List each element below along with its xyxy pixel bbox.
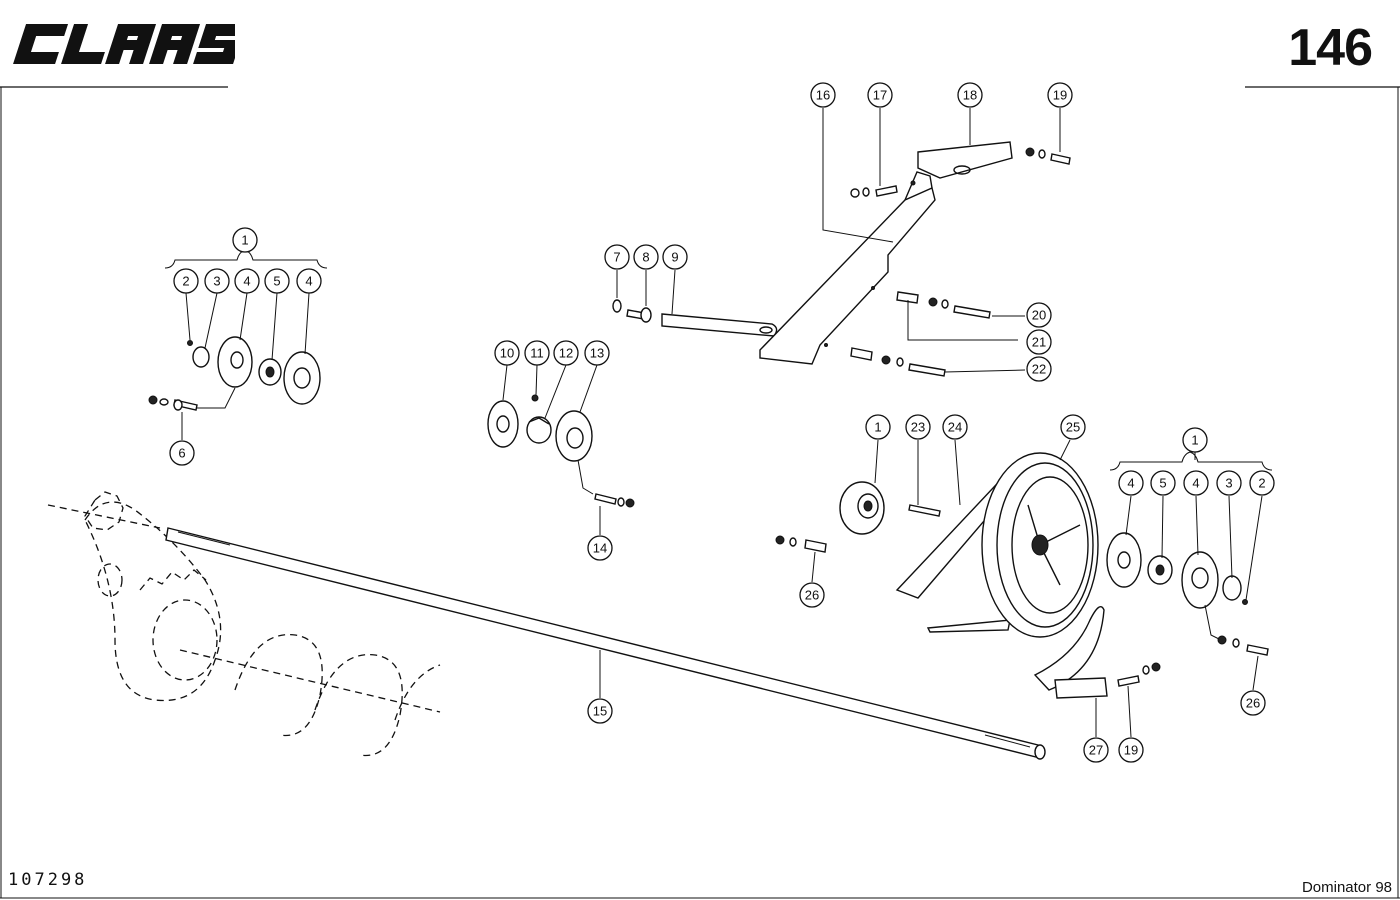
callout-19: 19: [1118, 737, 1144, 763]
svg-text:4: 4: [1127, 476, 1134, 491]
svg-text:14: 14: [593, 541, 607, 556]
callout-26: 26: [1240, 690, 1266, 716]
drive-shaft: [165, 527, 1046, 760]
callout-3: 3: [204, 268, 230, 294]
svg-text:4: 4: [243, 274, 250, 289]
callout-16: 16: [810, 82, 836, 108]
callout-5: 5: [264, 268, 290, 294]
svg-text:2: 2: [1258, 476, 1265, 491]
idler-bracket: [759, 141, 1071, 377]
callout-1: 1: [865, 414, 891, 440]
callout-1: 1: [1182, 427, 1208, 453]
svg-text:19: 19: [1053, 88, 1067, 103]
callout-10: 10: [494, 340, 520, 366]
svg-text:6: 6: [178, 446, 185, 461]
callout-7: 7: [604, 244, 630, 270]
svg-text:1: 1: [874, 420, 881, 435]
callout-3: 3: [1216, 470, 1242, 496]
svg-text:24: 24: [948, 420, 962, 435]
svg-text:5: 5: [273, 274, 280, 289]
callout-24: 24: [942, 414, 968, 440]
page-number: 146: [1288, 19, 1373, 77]
svg-text:1: 1: [1191, 433, 1198, 448]
svg-text:23: 23: [911, 420, 925, 435]
callout-21: 21: [1026, 329, 1052, 355]
callout-27: 27: [1083, 737, 1109, 763]
callout-18: 18: [957, 82, 983, 108]
callout-11: 11: [524, 340, 550, 366]
callout-4: 4: [234, 268, 260, 294]
model-name: Dominator 98: [1301, 879, 1392, 896]
callout-20: 20: [1026, 302, 1052, 328]
callout-15: 15: [587, 698, 613, 724]
svg-text:4: 4: [1192, 476, 1199, 491]
svg-text:3: 3: [1225, 476, 1232, 491]
callout-14: 14: [587, 535, 613, 561]
svg-text:11: 11: [530, 346, 544, 361]
callout-9: 9: [662, 244, 688, 270]
callout-17: 17: [867, 82, 893, 108]
svg-text:20: 20: [1032, 308, 1046, 323]
callout-5: 5: [1150, 470, 1176, 496]
callout-4: 4: [1118, 470, 1144, 496]
leader-lines: [181, 108, 1263, 738]
claas-logo: [10, 18, 247, 70]
svg-text:9: 9: [671, 250, 678, 265]
callout-4: 4: [1183, 470, 1209, 496]
svg-text:12: 12: [559, 346, 573, 361]
callout-12: 12: [553, 340, 579, 366]
bearing-group-left: [148, 249, 328, 411]
svg-text:7: 7: [613, 250, 620, 265]
callout-23: 23: [905, 414, 931, 440]
callout-6: 6: [169, 440, 195, 466]
callout-13: 13: [584, 340, 610, 366]
callout-26: 26: [799, 582, 825, 608]
svg-text:27: 27: [1089, 743, 1103, 758]
callout-25: 25: [1060, 414, 1086, 440]
svg-text:10: 10: [500, 346, 514, 361]
auger-assembly-outline: [47, 491, 441, 757]
bearing-group-right: [1106, 451, 1273, 656]
svg-text:19: 19: [1124, 743, 1138, 758]
callout-8: 8: [633, 244, 659, 270]
svg-text:3: 3: [213, 274, 220, 289]
svg-text:13: 13: [590, 346, 604, 361]
svg-text:4: 4: [305, 274, 312, 289]
pulley-assembly: [775, 452, 1161, 699]
bearing-group-middle: [487, 394, 635, 508]
tension-rod: [612, 299, 778, 337]
svg-text:1: 1: [241, 233, 248, 248]
claas-logo-graphic: [13, 24, 247, 64]
svg-text:17: 17: [873, 88, 887, 103]
callout-19: 19: [1047, 82, 1073, 108]
svg-text:18: 18: [963, 88, 977, 103]
svg-text:22: 22: [1032, 362, 1046, 377]
svg-text:16: 16: [816, 88, 830, 103]
svg-text:5: 5: [1159, 476, 1166, 491]
svg-text:21: 21: [1032, 335, 1046, 350]
svg-text:26: 26: [805, 588, 819, 603]
svg-text:8: 8: [642, 250, 649, 265]
callout-2: 2: [173, 268, 199, 294]
svg-text:26: 26: [1246, 696, 1260, 711]
callout-22: 22: [1026, 356, 1052, 382]
callout-1: 1: [232, 227, 258, 253]
svg-text:15: 15: [593, 704, 607, 719]
callout-2: 2: [1249, 470, 1275, 496]
svg-text:25: 25: [1066, 420, 1080, 435]
svg-text:2: 2: [182, 274, 189, 289]
drawing-number: 107298: [8, 870, 88, 890]
callout-4: 4: [296, 268, 322, 294]
